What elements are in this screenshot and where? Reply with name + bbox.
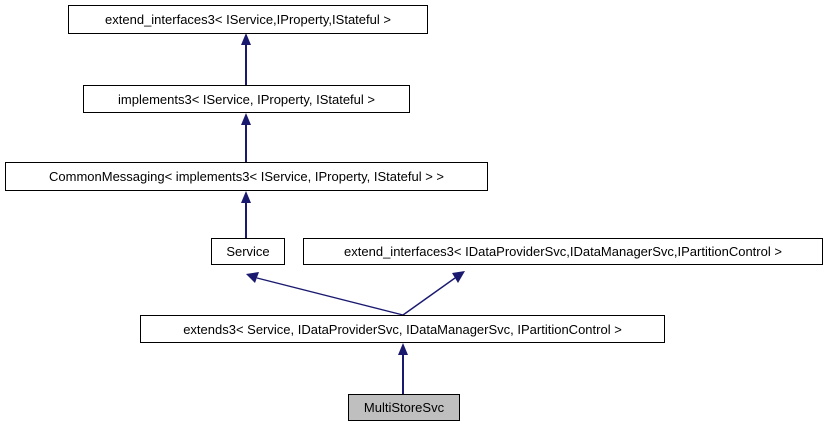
class-node-extend-interfaces3-iservice[interactable]: extend_interfaces3< IService,IProperty,I…	[68, 5, 428, 34]
class-node-commonmessaging[interactable]: CommonMessaging< implements3< IService, …	[5, 162, 488, 191]
class-node-label: MultiStoreSvc	[363, 400, 445, 415]
class-node-extends3[interactable]: extends3< Service, IDataProviderSvc, IDa…	[140, 315, 665, 343]
class-node-implements3[interactable]: implements3< IService, IProperty, IState…	[83, 85, 410, 113]
class-node-label: CommonMessaging< implements3< IService, …	[49, 169, 444, 184]
class-node-label: Service	[226, 244, 270, 259]
class-node-label: extends3< Service, IDataProviderSvc, IDa…	[183, 321, 622, 337]
class-node-label: implements3< IService, IProperty, IState…	[118, 91, 375, 107]
edge-implements3-to-extend-interfaces3-service	[241, 33, 251, 85]
edge-commonmessaging-to-implements3	[241, 113, 251, 162]
edge-multistoresvc-to-extends3	[398, 343, 408, 394]
class-node-label: extend_interfaces3< IDataProviderSvc,IDa…	[344, 244, 782, 259]
class-node-service[interactable]: Service	[211, 238, 285, 265]
class-node-multistoresvc[interactable]: MultiStoreSvc	[348, 394, 460, 421]
edge-service-to-commonmessaging	[241, 191, 251, 238]
edge-extends3-to-extend-interfaces3-data	[402, 271, 465, 316]
class-node-label: extend_interfaces3< IService,IProperty,I…	[105, 12, 391, 27]
class-node-extend-interfaces3-idataprovidersvc[interactable]: extend_interfaces3< IDataProviderSvc,IDa…	[303, 238, 823, 265]
edge-extends3-to-service	[246, 272, 404, 316]
